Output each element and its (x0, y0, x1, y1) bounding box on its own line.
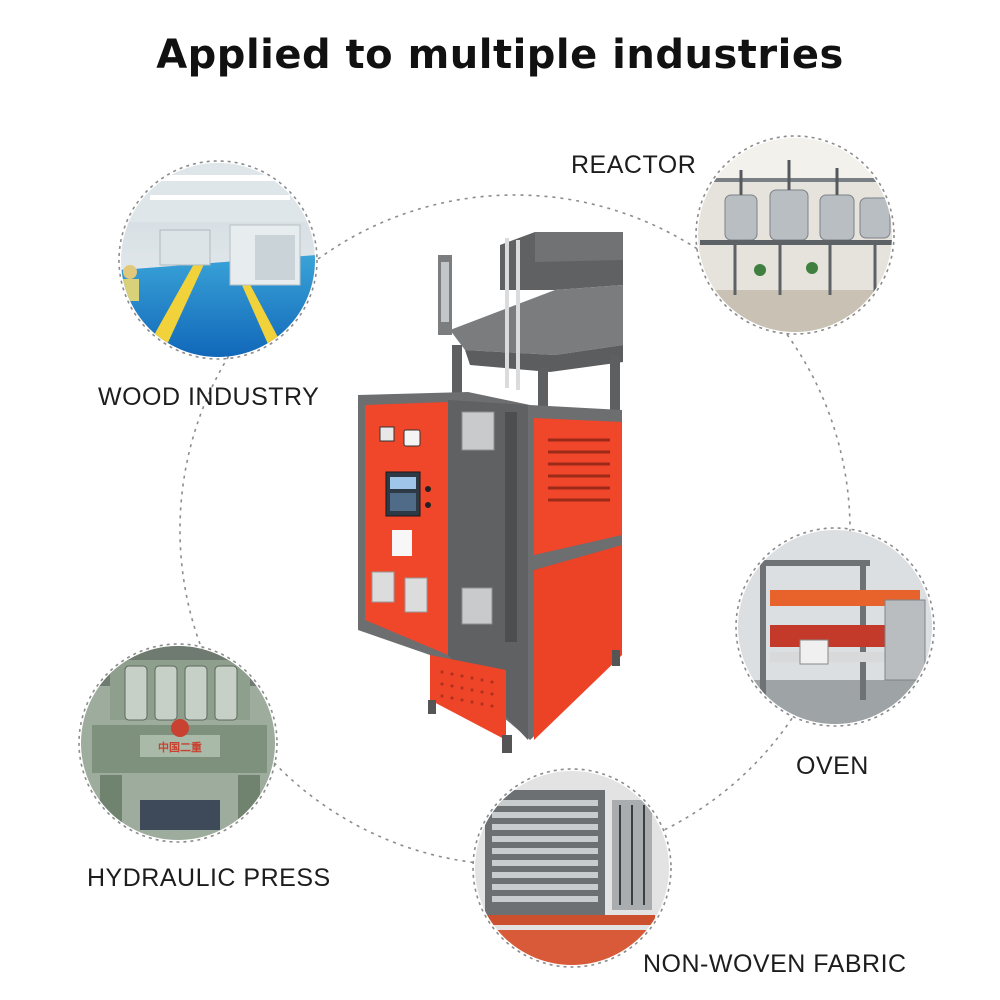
page-title: Applied to multiple industries (156, 32, 844, 78)
label-reactor: REACTOR (571, 151, 697, 179)
hydraulic-press-photo: 中国二重 (81, 646, 275, 840)
oven-frame (735, 527, 935, 727)
press-frame (472, 768, 672, 968)
multi-layer-press-photo (475, 771, 669, 965)
label-wood-industry: WOOD INDUSTRY (98, 383, 320, 411)
temperature-controller-machine (358, 232, 623, 753)
hydraulic-press-frame (78, 643, 278, 843)
reactor-frame (695, 135, 895, 335)
label-oven: OVEN (796, 752, 869, 780)
connector-ring (179, 194, 851, 866)
oven-machinery-photo (738, 530, 932, 724)
factory-floor-frame (118, 160, 318, 360)
svg-text:中国二重: 中国二重 (158, 740, 202, 754)
factory-floor-photo (121, 163, 315, 357)
label-non-woven-fabric: NON-WOVEN FABRIC (643, 950, 907, 978)
label-hydraulic-press: HYDRAULIC PRESS (87, 864, 331, 892)
